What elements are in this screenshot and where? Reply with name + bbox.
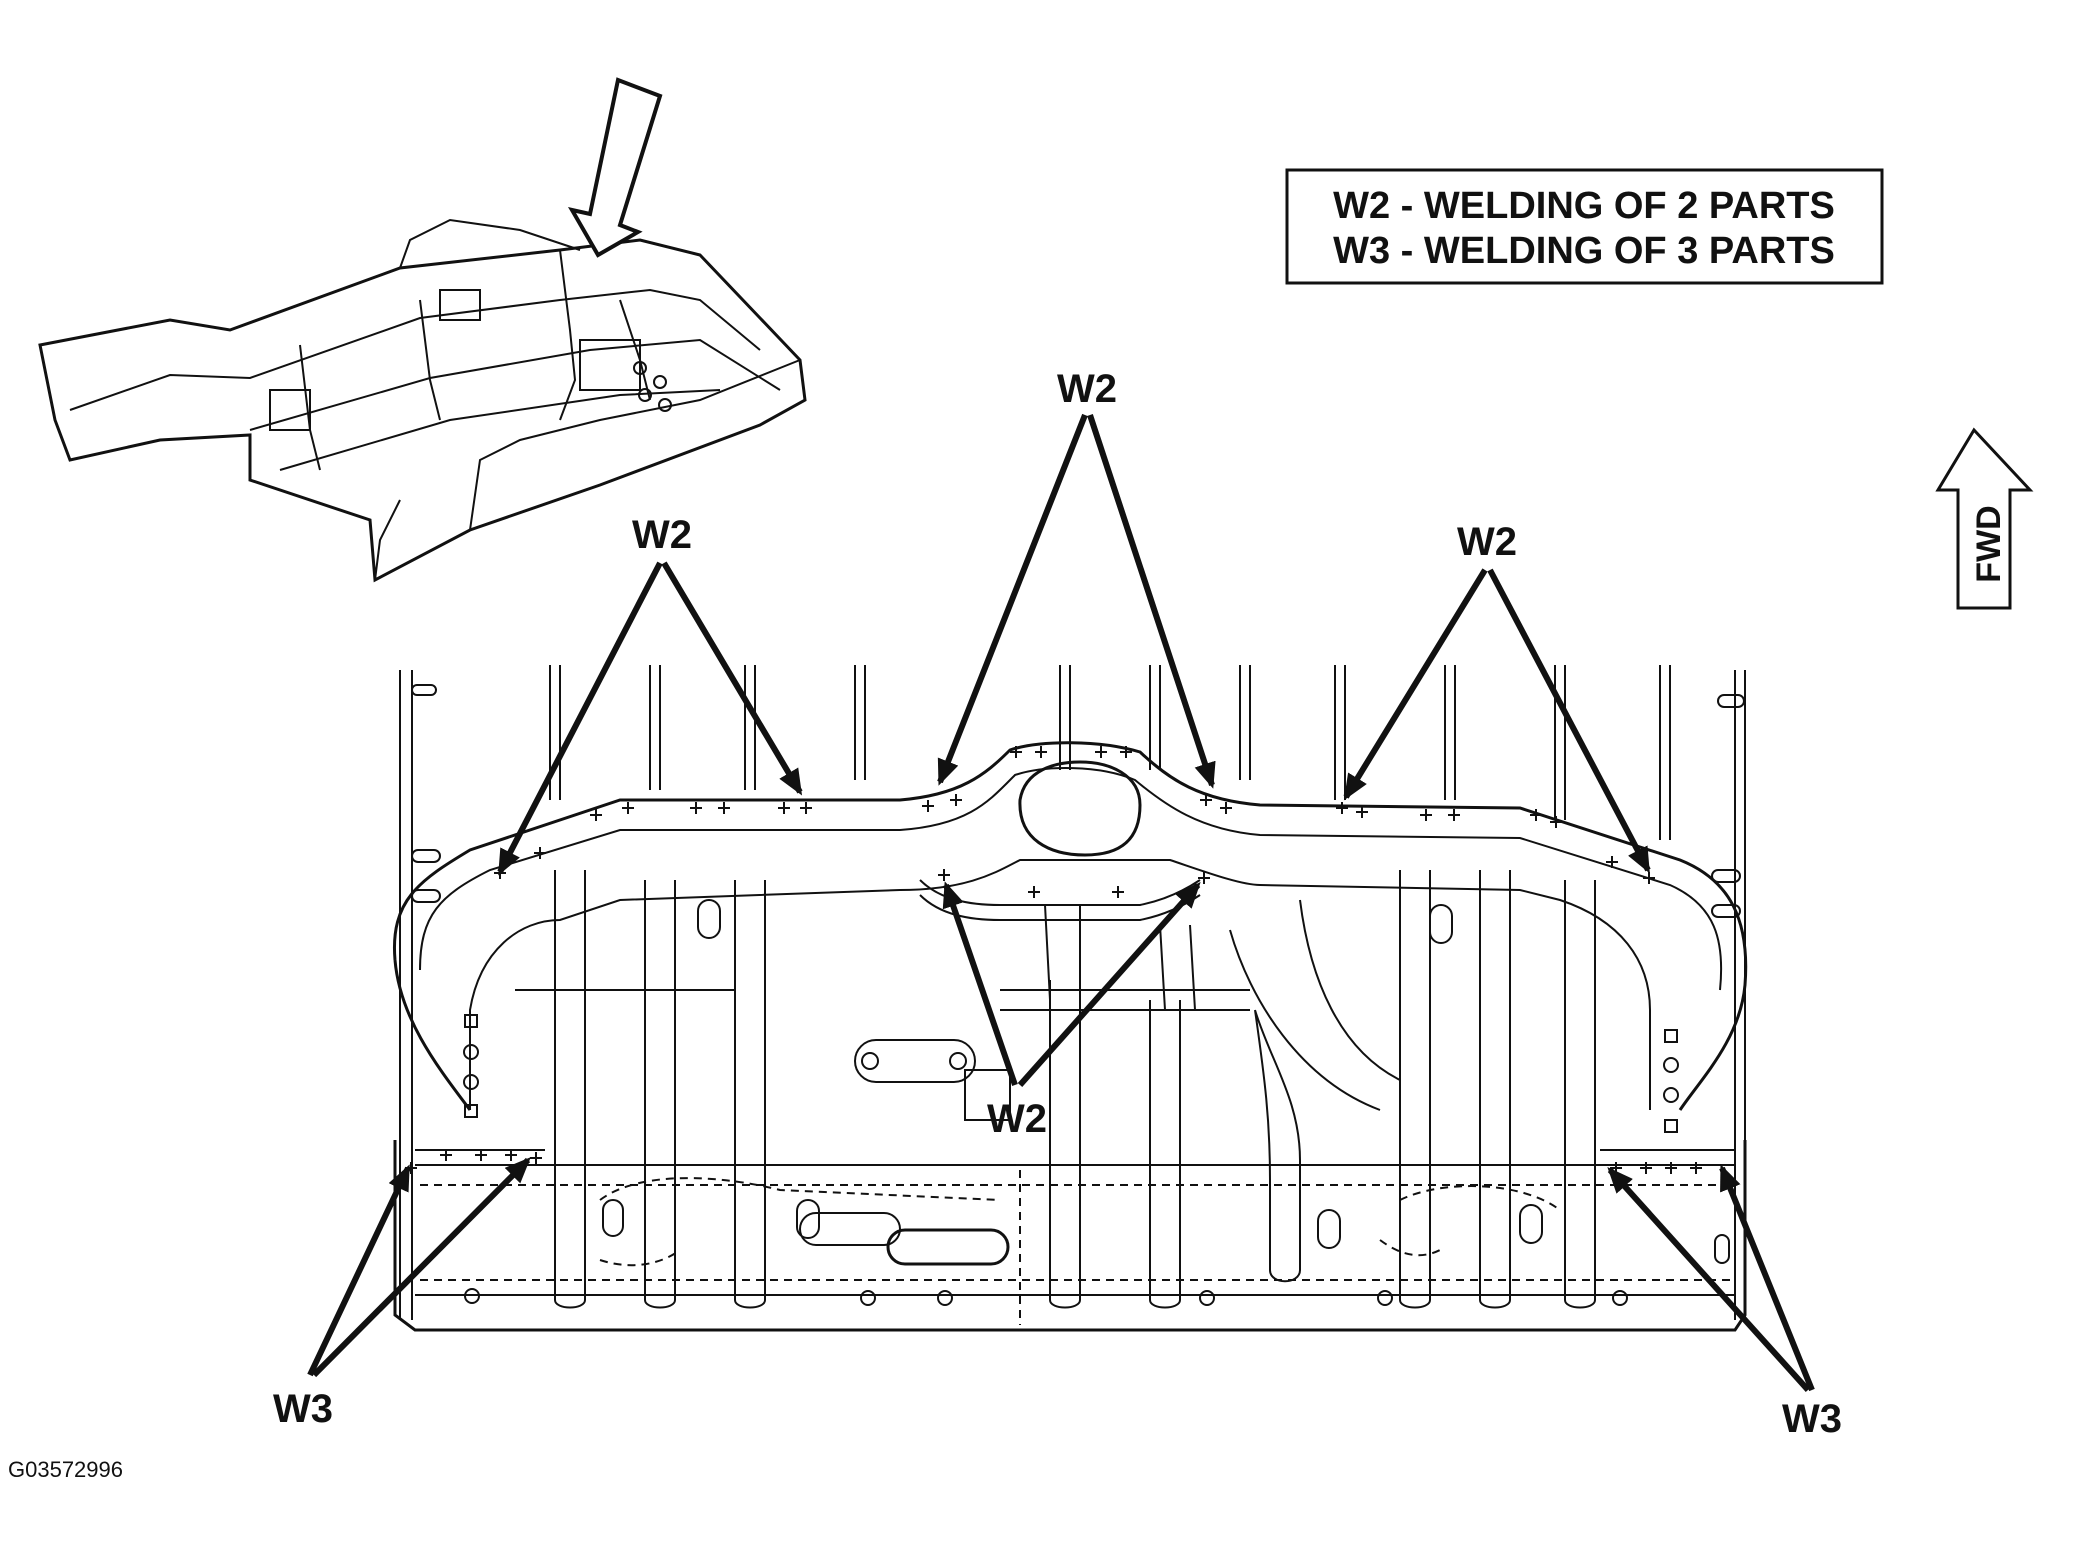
view-direction-arrow-icon xyxy=(567,77,663,258)
legend-box: W2 - WELDING OF 2 PARTS W3 - WELDING OF … xyxy=(1285,168,1884,285)
figure-code: G03572996 xyxy=(8,1457,123,1482)
callout-w2-right: W2 xyxy=(1457,520,1517,564)
callout-w2-left: W2 xyxy=(632,513,692,557)
callout-w2-top: W2 xyxy=(1057,367,1117,411)
callout-w3-left: W3 xyxy=(273,1387,333,1431)
callout-arrows xyxy=(307,413,1815,1393)
vehicle-underbody-inset-icon xyxy=(38,218,807,583)
forward-arrow-icon: FWD xyxy=(1935,427,2034,610)
callout-w2-center: W2 xyxy=(987,1097,1047,1141)
weld-point-marks xyxy=(405,746,1702,1174)
fwd-label: FWD xyxy=(1970,505,2008,582)
legend-w3-text: W3 - WELDING OF 3 PARTS xyxy=(1333,230,1835,272)
callout-w3-right: W3 xyxy=(1782,1397,1842,1441)
crossmember-drawing xyxy=(392,665,1748,1332)
legend-w2-text: W2 - WELDING OF 2 PARTS xyxy=(1333,185,1835,227)
